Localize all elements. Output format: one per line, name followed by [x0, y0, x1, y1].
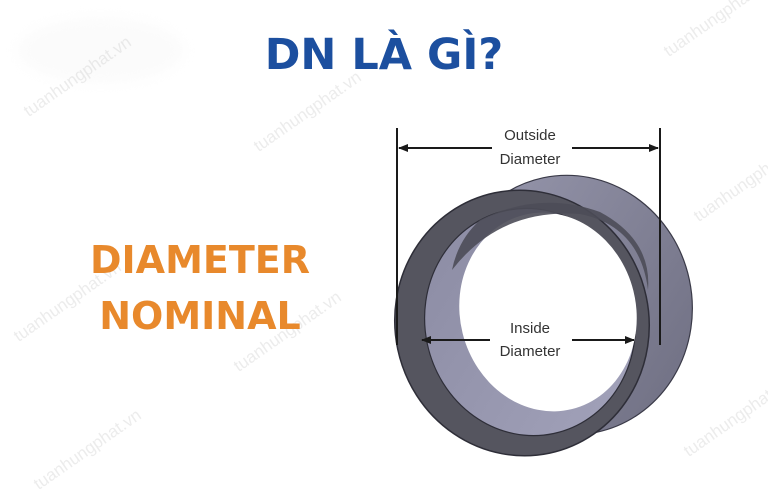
inside-diameter-dimension: Inside Diameter [421, 320, 635, 360]
outside-label-line2: Diameter [500, 151, 561, 168]
pipe-diagram: Outside Diameter Inside Diameter [393, 127, 693, 457]
page-title: DN LÀ GÌ? [264, 30, 504, 80]
dn-expansion: DIAMETER NOMINAL [40, 232, 360, 344]
pipe-illustration [393, 174, 693, 457]
outside-label-line1: Outside [504, 127, 556, 144]
dn-expansion-line2: NOMINAL [99, 294, 301, 338]
inside-label-line2: Diameter [500, 343, 561, 360]
background-blob [18, 18, 183, 83]
dn-expansion-line1: DIAMETER [89, 238, 310, 282]
inside-label-line1: Inside [510, 320, 550, 337]
outside-diameter-dimension: Outside Diameter [396, 127, 661, 345]
